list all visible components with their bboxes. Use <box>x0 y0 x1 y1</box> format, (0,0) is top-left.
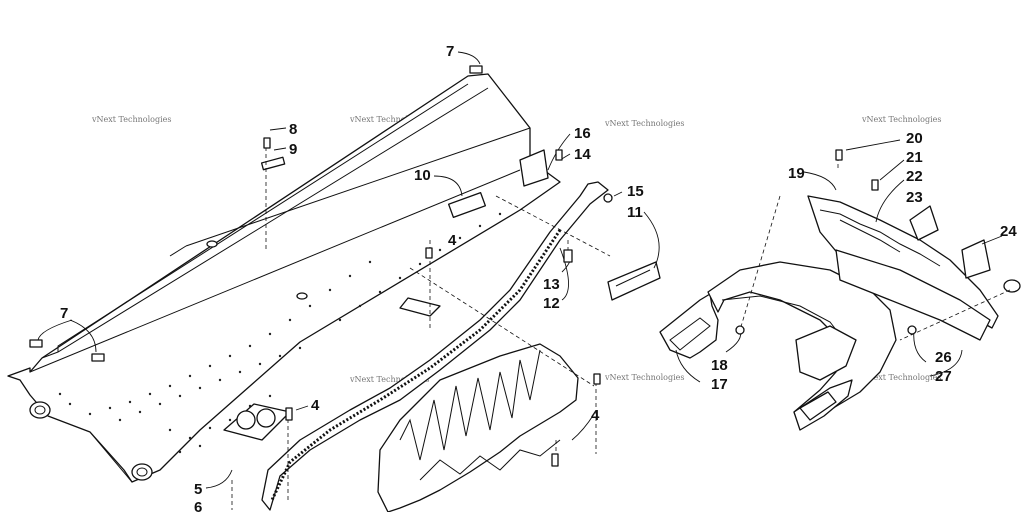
watermark: vNext Technologies <box>349 375 429 384</box>
callout-6: 6 <box>194 499 202 512</box>
rear-bumper-assembly <box>659 195 1021 431</box>
callout-14: 14 <box>574 146 591 163</box>
callout-24: 24 <box>1000 223 1017 240</box>
callout-4: 4 <box>448 232 457 249</box>
callout-12: 12 <box>543 295 560 312</box>
rivet-pattern <box>58 212 502 454</box>
callout-23: 23 <box>906 189 923 206</box>
watermark: vNext Technologies <box>604 373 684 382</box>
callout-9: 9 <box>289 141 297 158</box>
callout-5: 5 <box>194 481 202 498</box>
callout-4: 4 <box>591 407 600 424</box>
tunnel-assembly <box>7 65 561 483</box>
watermark: vNext Technologies <box>349 115 429 124</box>
callout-7: 7 <box>446 43 454 60</box>
callout-17: 17 <box>711 376 728 393</box>
callout-11: 11 <box>627 204 643 221</box>
callout-13: 13 <box>543 276 560 293</box>
callout-18: 18 <box>711 357 728 374</box>
callout-10: 10 <box>414 167 431 184</box>
watermark: vNext Technologies <box>861 373 941 382</box>
reflector <box>607 261 661 301</box>
callout-4: 4 <box>311 397 320 414</box>
watermark: vNext Technologies <box>604 119 684 128</box>
fasteners <box>263 137 917 467</box>
watermark: vNext Technologies <box>91 115 171 124</box>
rail-strip <box>261 181 609 511</box>
callout-7: 7 <box>60 305 68 322</box>
callout-22: 22 <box>906 168 923 185</box>
callout-27: 27 <box>935 368 952 385</box>
callout-8: 8 <box>289 121 297 138</box>
callouts: 7 8 9 10 16 14 15 11 4 13 12 7 4 4 5 6 2… <box>60 43 1017 512</box>
callout-21: 21 <box>906 149 923 166</box>
watermark: vNext Technologies <box>861 115 941 124</box>
callout-15: 15 <box>627 183 644 200</box>
callout-16: 16 <box>574 125 591 142</box>
callout-26: 26 <box>935 349 952 366</box>
snow-flap <box>377 343 579 512</box>
callout-19: 19 <box>788 165 805 182</box>
callout-20: 20 <box>906 130 923 147</box>
